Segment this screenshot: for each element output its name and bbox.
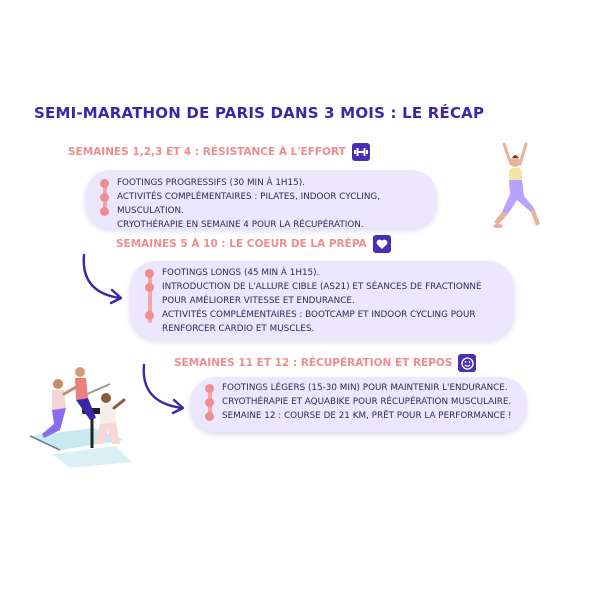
section-heading-2-text: SEMAINES 5 À 10 : LE COEUR DE LA PRÉPA <box>116 238 367 250</box>
section-heading-1-text: SEMAINES 1,2,3 ET 4 : RÉSISTANCE À L'EFF… <box>68 146 346 158</box>
section-card-2: FOOTINGS LONGS (45 MIN À 1H15). INTRODUC… <box>130 261 514 339</box>
section-heading-1: SEMAINES 1,2,3 ET 4 : RÉSISTANCE À L'EFF… <box>68 143 370 161</box>
fitness-group-illustration <box>29 367 132 468</box>
bullet-dot <box>100 207 109 216</box>
list-item: CRYOTHÉRAPIE EN SEMAINE 4 POUR LA RÉCUPÉ… <box>117 220 364 230</box>
bullet-dot <box>205 412 214 421</box>
list-item: FOOTINGS PROGRESSIFS (30 MIN À 1H15). <box>117 178 305 188</box>
list-item: SEMAINE 12 : COURSE DE 21 KM, PRÊT POUR … <box>222 411 512 421</box>
bullet-dot <box>100 193 109 202</box>
list-item: FOOTINGS LÉGERS (15-30 MIN) POUR MAINTEN… <box>222 383 508 393</box>
bullet-dot <box>145 269 154 278</box>
bullet-dot <box>205 384 214 393</box>
timeline-bar <box>148 273 152 323</box>
bullet-dot <box>145 283 154 292</box>
section-heading-3-text: SEMAINES 11 ET 12 : RÉCUPÉRATION ET REPO… <box>174 357 453 369</box>
list-item: FOOTINGS LONGS (45 MIN À 1H15). <box>162 268 320 278</box>
bullet-dot <box>205 398 214 407</box>
bullet-dot <box>100 179 109 188</box>
heart-icon <box>372 235 391 253</box>
dumbbell-icon <box>351 143 370 161</box>
section-card-1: FOOTINGS PROGRESSIFS (30 MIN À 1H15). AC… <box>85 170 437 230</box>
section-heading-3: SEMAINES 11 ET 12 : RÉCUPÉRATION ET REPO… <box>174 354 477 372</box>
list-item: CRYOTHÉRAPIE ET AQUABIKE POUR RÉCUPÉRATI… <box>222 397 512 407</box>
list-item: INTRODUCTION DE L'ALLURE CIBLE (AS21) ET… <box>162 282 482 306</box>
section-card-3: FOOTINGS LÉGERS (15-30 MIN) POUR MAINTEN… <box>190 377 527 432</box>
page-title: SEMI-MARATHON DE PARIS DANS 3 MOIS : LE … <box>34 104 485 122</box>
yoga-figure-illustration <box>493 142 540 228</box>
arrow-icon <box>142 363 185 415</box>
list-item: ACTIVITÉS COMPLÉMENTAIRES : BOOTCAMP ET … <box>162 310 476 334</box>
list-item: ACTIVITÉS COMPLÉMENTAIRES : PILATES, IND… <box>117 192 381 216</box>
smiley-icon <box>458 354 477 372</box>
arrow-icon <box>82 253 123 305</box>
bullet-dot <box>145 311 154 320</box>
section-heading-2: SEMAINES 5 À 10 : LE COEUR DE LA PRÉPA <box>116 235 391 253</box>
